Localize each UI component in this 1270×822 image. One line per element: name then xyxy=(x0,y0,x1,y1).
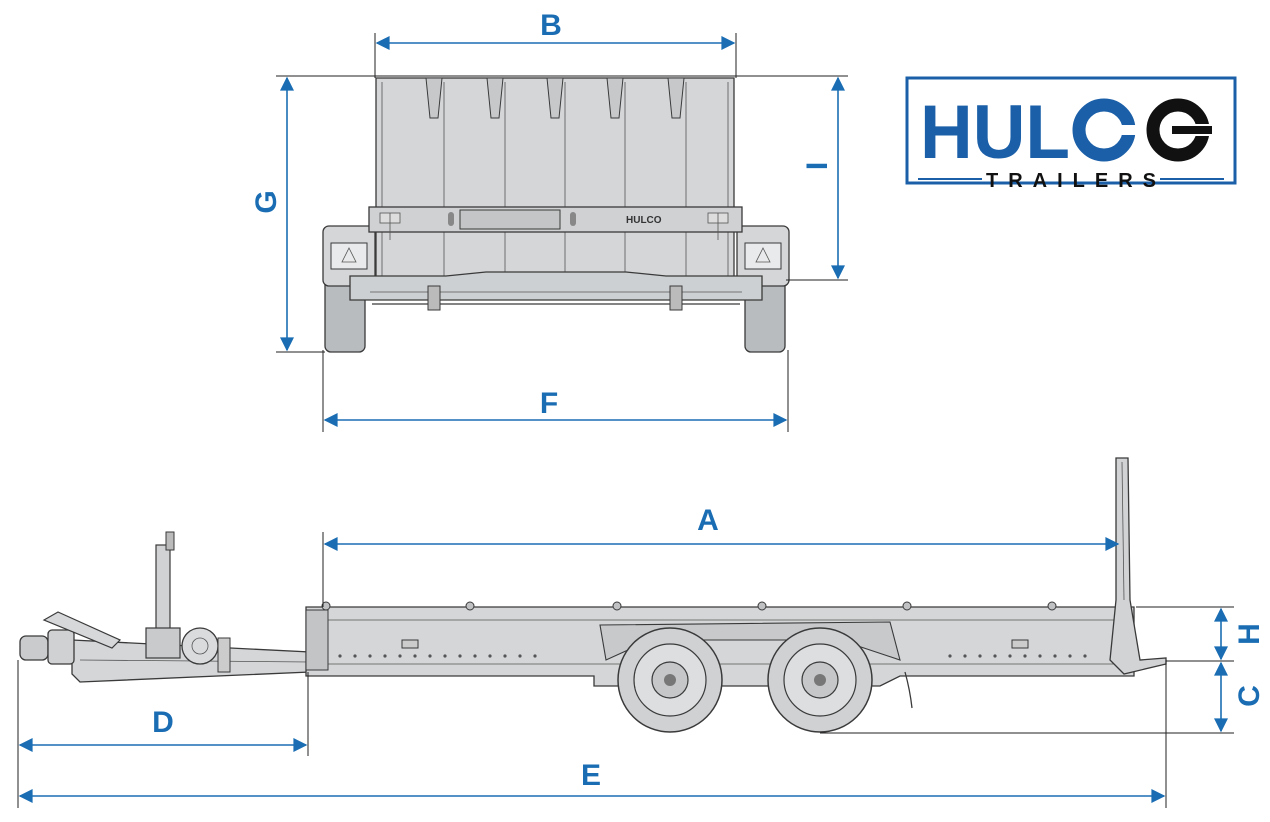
dim-label-e: E xyxy=(581,759,601,792)
rear-wheel-icon xyxy=(767,627,873,733)
trailer-rear-view: HULCO xyxy=(322,77,790,353)
trailer-side-view xyxy=(19,457,1167,733)
dimension-lines xyxy=(18,36,1228,803)
dim-label-h: H xyxy=(1233,623,1266,645)
dimension-labels: B G I F A H C D E xyxy=(152,9,1266,792)
dim-label-i: I xyxy=(801,162,834,170)
dim-label-b: B xyxy=(540,9,562,42)
dim-label-f: F xyxy=(540,387,558,420)
logo-c-rings-icon xyxy=(1072,98,1218,162)
front-wheel-icon xyxy=(617,627,723,733)
rear-plate-logo: HULCO xyxy=(626,215,662,226)
hulco-logo: HUL TRAILERS xyxy=(905,76,1237,192)
dim-label-g: G xyxy=(250,190,283,213)
dim-label-c: C xyxy=(1233,685,1266,707)
dim-label-d: D xyxy=(152,706,174,739)
extension-lines xyxy=(17,33,1234,808)
dim-label-a: A xyxy=(697,504,719,537)
logo-brand: HUL xyxy=(920,90,1070,175)
